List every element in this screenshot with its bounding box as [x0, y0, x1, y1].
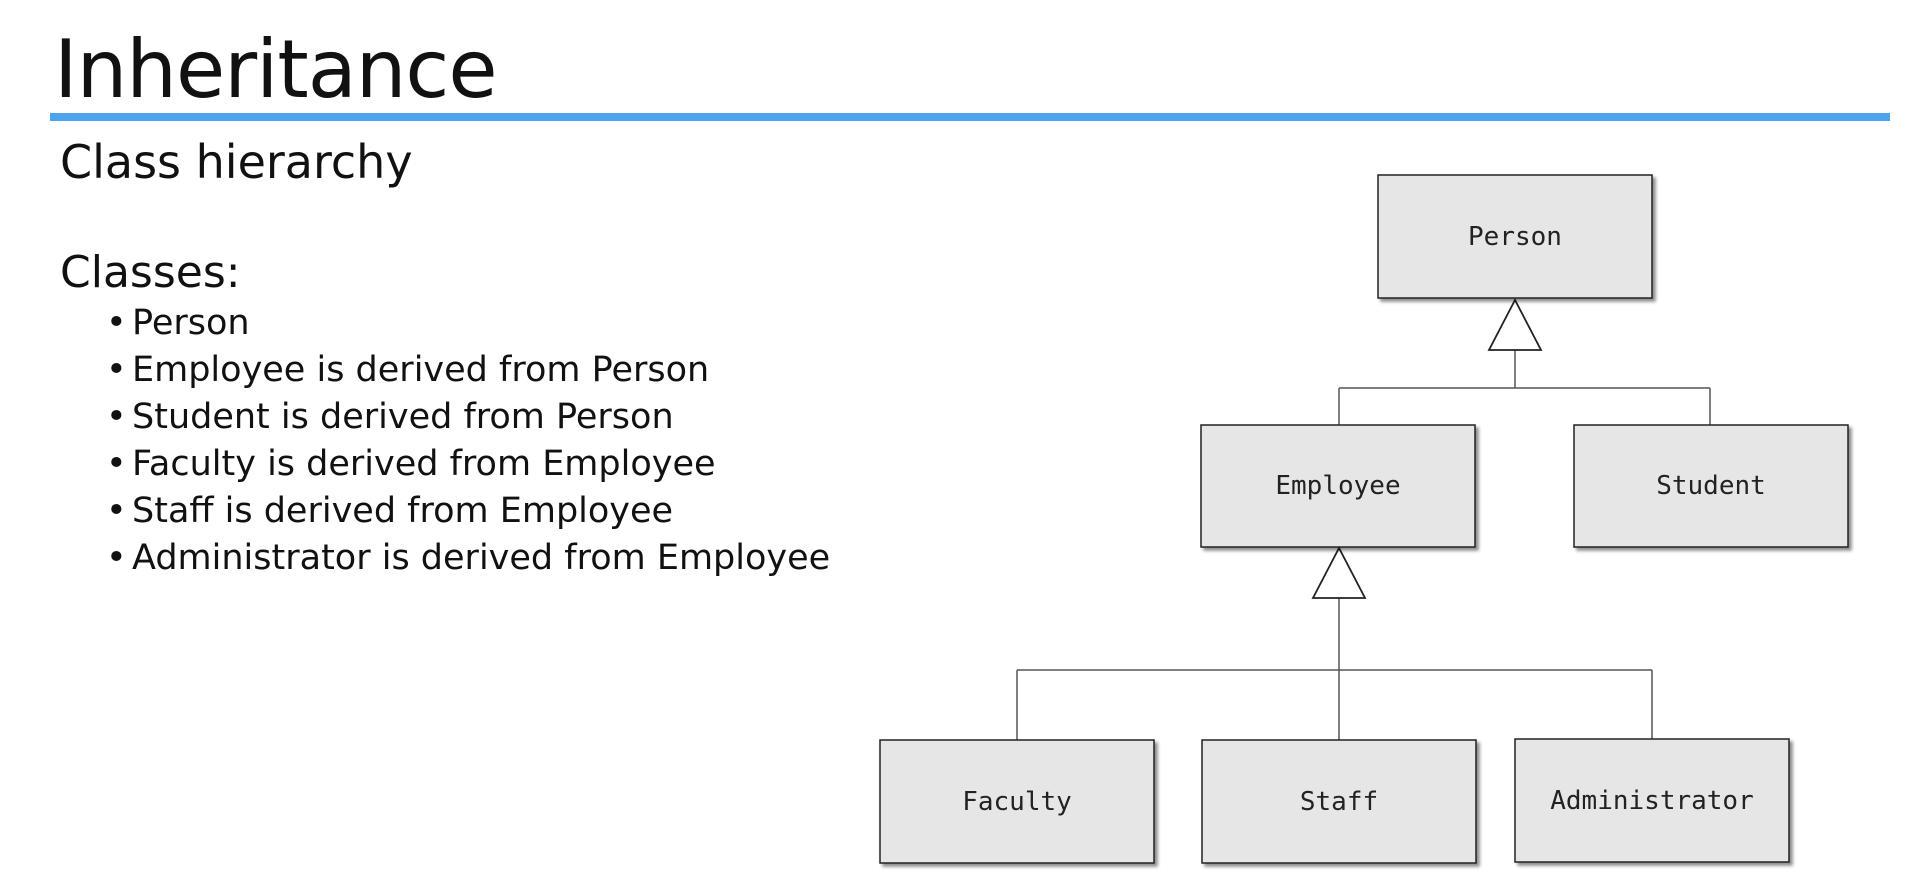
bullet-icon: • [106, 350, 127, 390]
inheritance-arrow-icon [1487, 298, 1543, 351]
class-label-student: Student [1656, 471, 1766, 501]
bullet-text: Administrator is derived from Employee [132, 538, 831, 578]
inheritance-arrow-icon [1311, 546, 1367, 599]
bullet-text: Student is derived from Person [132, 397, 674, 437]
bullet-text: Person [132, 303, 250, 343]
connector-employee-children [1016, 598, 1653, 740]
class-box-administrator: Administrator [1514, 738, 1790, 863]
slide-title: Inheritance [54, 23, 498, 116]
class-box-faculty: Faculty [879, 739, 1155, 864]
class-bullet-list: •Person •Employee is derived from Person… [106, 300, 830, 582]
bullet-text: Faculty is derived from Employee [132, 444, 716, 484]
bullet-icon: • [106, 491, 127, 531]
class-box-employee: Employee [1200, 424, 1476, 548]
bullet-item: •Person [106, 300, 830, 347]
class-label-person: Person [1468, 222, 1562, 252]
class-label-staff: Staff [1300, 787, 1378, 817]
classes-heading: Classes: [60, 247, 241, 298]
bullet-item: •Employee is derived from Person [106, 347, 830, 394]
bullet-text: Staff is derived from Employee [132, 491, 674, 531]
bullet-item: •Staff is derived from Employee [106, 488, 830, 535]
slide-subtitle: Class hierarchy [60, 135, 413, 189]
class-box-student: Student [1573, 424, 1849, 548]
connector-person-children [1338, 350, 1711, 425]
class-label-administrator: Administrator [1550, 786, 1754, 816]
class-box-person: Person [1377, 174, 1653, 299]
bullet-icon: • [106, 444, 127, 484]
bullet-item: •Faculty is derived from Employee [106, 441, 830, 488]
bullet-item: •Administrator is derived from Employee [106, 535, 830, 582]
bullet-icon: • [106, 397, 127, 437]
bullet-text: Employee is derived from Person [132, 350, 710, 390]
class-label-employee: Employee [1275, 471, 1400, 501]
bullet-icon: • [106, 538, 127, 578]
bullet-icon: • [106, 303, 127, 343]
title-underline [50, 113, 1890, 121]
class-box-staff: Staff [1201, 739, 1477, 864]
class-label-faculty: Faculty [962, 787, 1072, 817]
bullet-item: •Student is derived from Person [106, 394, 830, 441]
